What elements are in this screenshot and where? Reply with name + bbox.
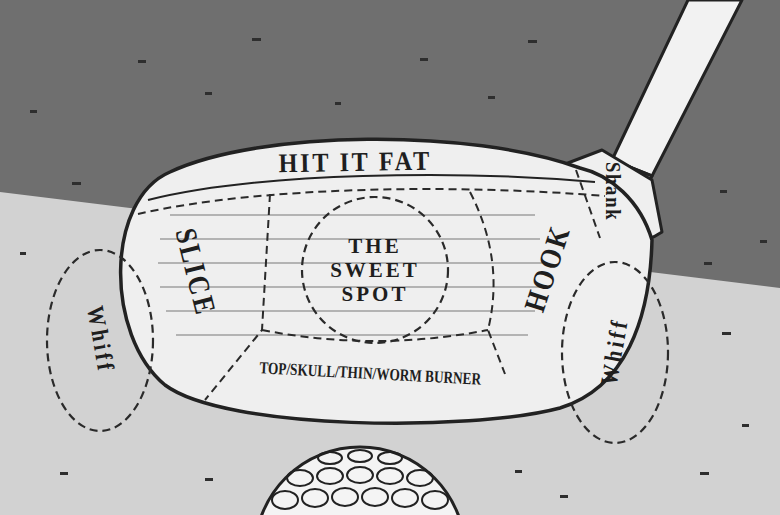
speckle bbox=[205, 92, 212, 95]
ball bbox=[255, 447, 465, 515]
dimple bbox=[362, 488, 388, 506]
speckle bbox=[335, 102, 341, 105]
region-label: HIT IT FAT bbox=[278, 146, 432, 180]
face-grooves bbox=[158, 215, 542, 335]
region-boundaries bbox=[138, 170, 605, 400]
region-label: Shank bbox=[600, 162, 625, 221]
whiff-ellipse: Whiff bbox=[560, 260, 670, 445]
hook-boundary bbox=[470, 192, 505, 374]
dimple bbox=[287, 470, 313, 486]
whiff-ellipse: Whiff bbox=[45, 248, 155, 433]
speckle bbox=[722, 332, 731, 335]
top-region: TOP/SKULL/THIN/WORM BURNER bbox=[210, 360, 530, 388]
outline-ellipse bbox=[47, 250, 153, 431]
speckle bbox=[420, 58, 428, 61]
speckle bbox=[252, 38, 261, 41]
region-label: HOOK bbox=[518, 220, 578, 316]
club-head bbox=[121, 139, 652, 423]
groove bbox=[176, 334, 528, 336]
dimple bbox=[302, 489, 328, 507]
fat-region: HIT IT FAT bbox=[220, 146, 490, 180]
dimples bbox=[272, 450, 448, 509]
speckle bbox=[60, 472, 68, 475]
dimple bbox=[317, 468, 343, 484]
speckle bbox=[700, 472, 709, 475]
dimple bbox=[332, 488, 358, 506]
dimple bbox=[272, 491, 298, 509]
speckle bbox=[30, 110, 37, 113]
outline-ellipse bbox=[302, 197, 448, 343]
speckle bbox=[488, 96, 495, 99]
dimple bbox=[377, 468, 403, 484]
speckle bbox=[720, 190, 727, 193]
dimple bbox=[348, 450, 372, 462]
dimple bbox=[318, 452, 342, 464]
fat-boundary bbox=[138, 189, 605, 214]
region-label: TOP/SKULL/THIN/WORM BURNER bbox=[259, 358, 482, 389]
speckle bbox=[528, 40, 537, 43]
region-label: SLICE bbox=[168, 225, 223, 320]
hook-region: HOOK bbox=[488, 248, 608, 288]
groove bbox=[170, 214, 535, 216]
dimple bbox=[392, 489, 418, 507]
speckle bbox=[760, 240, 767, 243]
dimple bbox=[378, 452, 402, 464]
club-shaft bbox=[612, 0, 742, 176]
dimple bbox=[407, 470, 433, 486]
speckle bbox=[704, 262, 712, 265]
top-boundary bbox=[262, 330, 488, 341]
region-label: Whiff bbox=[81, 304, 120, 376]
speckle bbox=[20, 252, 26, 255]
dimple bbox=[422, 491, 448, 509]
shank-region: Shank bbox=[568, 177, 658, 207]
sweet-spot-circle: THE SWEET SPOT bbox=[300, 195, 450, 345]
shank-boundary bbox=[576, 170, 600, 238]
dimple bbox=[347, 467, 373, 483]
speckle bbox=[138, 60, 146, 63]
slice-region: SLICE bbox=[131, 252, 261, 292]
speckle bbox=[205, 478, 213, 481]
speckle bbox=[515, 470, 522, 473]
region-label: THE SWEET SPOT bbox=[325, 234, 425, 306]
speckle bbox=[560, 495, 568, 498]
speckle bbox=[72, 182, 81, 185]
speckle bbox=[742, 424, 749, 427]
golf-ball bbox=[255, 447, 465, 515]
outline-ellipse bbox=[562, 262, 668, 443]
region-label: Whiff bbox=[596, 316, 635, 388]
